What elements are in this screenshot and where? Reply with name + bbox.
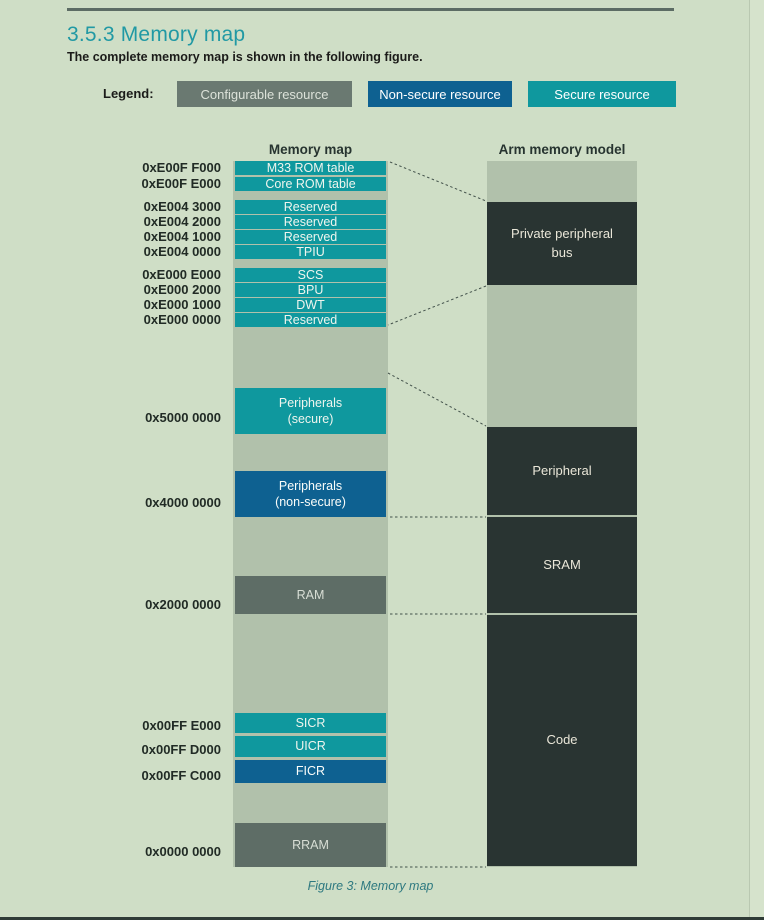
memory-block: Reserved [235,313,386,327]
legend-item: Non-secure resource [368,81,512,107]
memory-block: TPIU [235,245,386,259]
memory-block: FICR [235,760,386,783]
address-label: 0x5000 0000 [145,410,221,425]
arm-model-block: Peripheral [487,427,637,515]
address-label: 0xE000 0000 [143,312,221,327]
address-label: 0xE004 2000 [143,214,221,229]
memory-block: SICR [235,713,386,733]
address-label: 0x00FF C000 [141,768,222,783]
memory-block: Peripherals (secure) [235,388,386,434]
memory-block: Core ROM table [235,177,386,191]
memory-block: Reserved [235,200,386,214]
memory-block: RAM [235,576,386,614]
memory-block: Peripherals (non-secure) [235,471,386,517]
section-divider-rule [67,8,674,11]
address-label: 0x00FF D000 [141,742,222,757]
arm-model-column-title: Arm memory model [498,142,626,157]
address-label: 0x0000 0000 [145,844,221,859]
arm-model-block: Private peripheral bus [487,202,637,285]
memory-block: UICR [235,736,386,757]
address-label: 0xE000 E000 [142,267,221,282]
address-label: 0xE000 1000 [143,297,221,312]
memory-block: SCS [235,268,386,282]
section-title: 3.5.3 Memory map [67,23,246,46]
figure-caption: Figure 3: Memory map [307,879,434,893]
legend-item: Secure resource [528,81,676,107]
address-label: 0x4000 0000 [145,495,221,510]
arm-model-block: Code [487,615,637,866]
memory-map-column-title: Memory map [268,142,353,157]
memory-block: M33 ROM table [235,161,386,175]
memory-block: Reserved [235,230,386,244]
arm-model-block: SRAM [487,517,637,613]
memory-block: DWT [235,298,386,312]
address-label: 0xE00F F000 [142,160,221,175]
intro-text: The complete memory map is shown in the … [67,50,423,64]
memory-block: BPU [235,283,386,297]
address-label: 0xE004 3000 [143,199,221,214]
legend-label: Legend: [103,86,154,101]
address-label: 0xE004 0000 [143,244,221,259]
memory-block: Reserved [235,215,386,229]
viewport-bottom-edge [0,917,764,920]
address-label: 0x00FF E000 [142,718,221,733]
address-label: 0xE004 1000 [143,229,221,244]
address-label: 0xE000 2000 [143,282,221,297]
legend-item: Configurable resource [177,81,352,107]
address-label: 0x2000 0000 [145,597,221,612]
page-edge-strip [749,0,764,920]
address-label: 0xE00F E000 [141,176,221,191]
memory-block: RRAM [235,823,386,867]
